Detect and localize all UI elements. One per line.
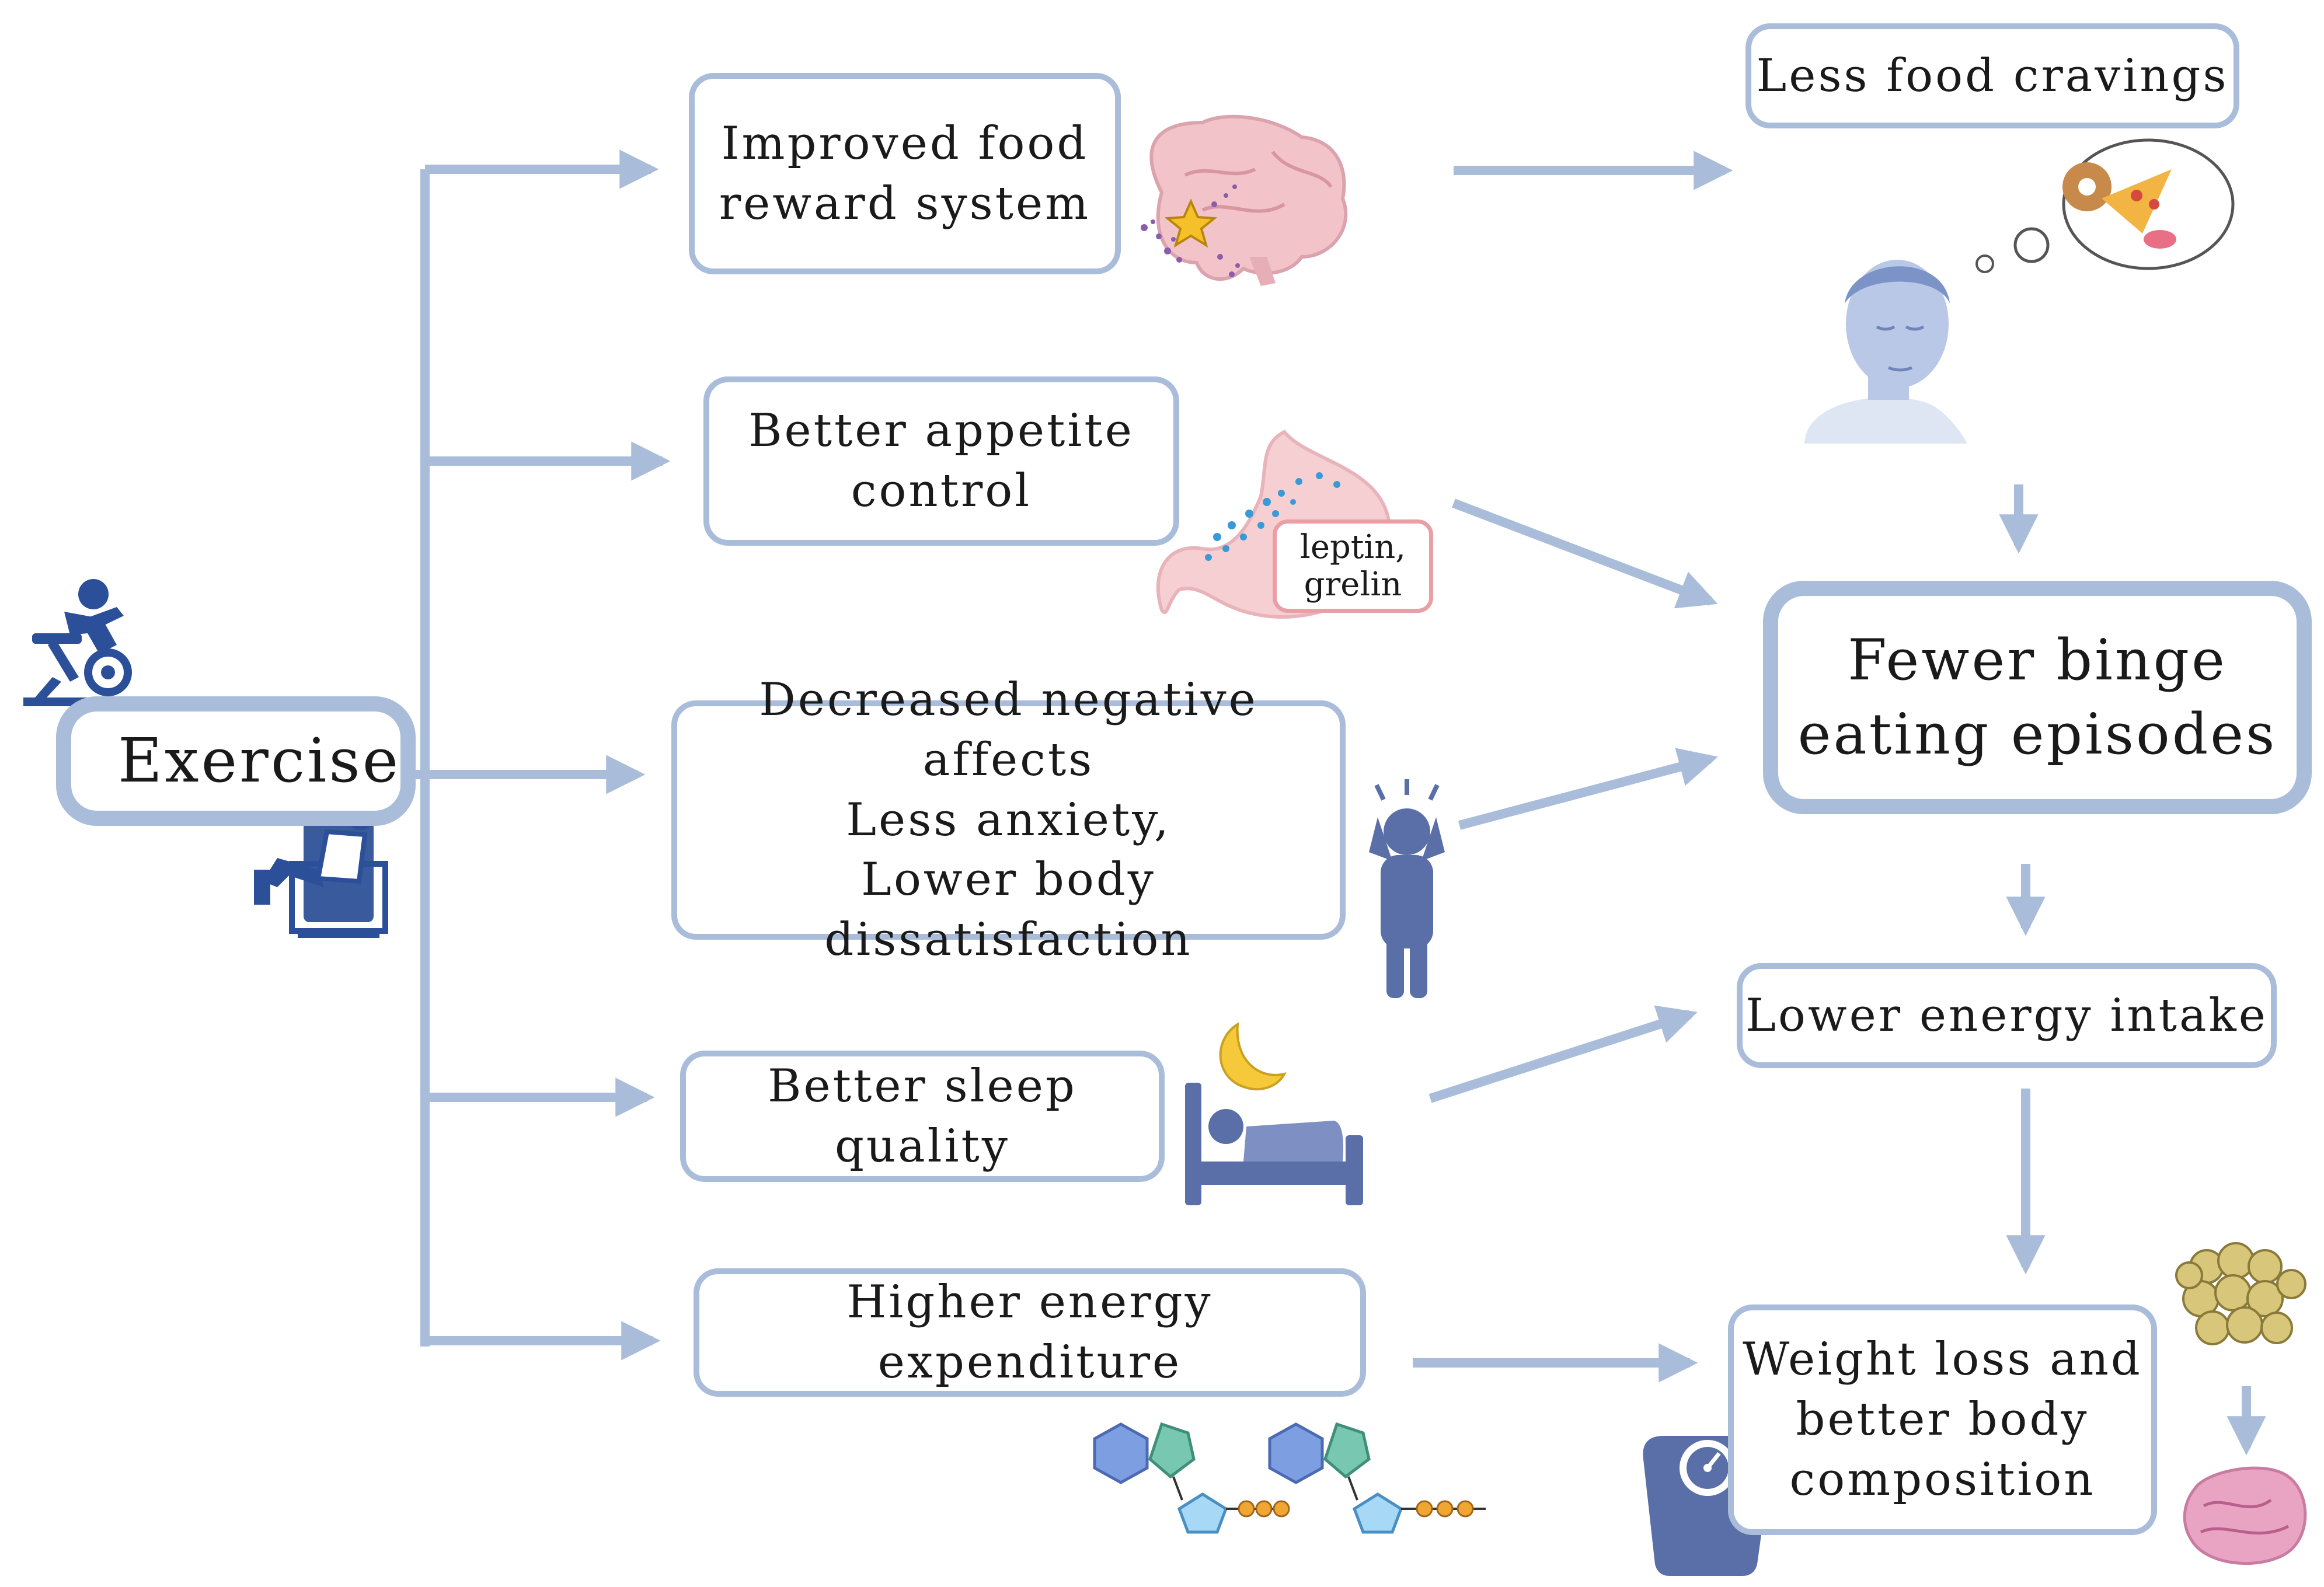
weight-loss-label: Weight loss and better body composition: [1743, 1333, 2142, 1506]
negative-affects-box: Decreased negative affects Less anxiety,…: [671, 674, 1346, 966]
brain-icon: [1141, 114, 1348, 286]
binge-label: Fewer binge eating episodes: [1797, 627, 2277, 767]
appetite-label: Better appetite control: [748, 404, 1134, 517]
hormones-tag: leptin, grelin: [1273, 519, 1433, 613]
outcome-connectors: [1413, 151, 2266, 1456]
muscle-tissue-icon: [2183, 1466, 2307, 1565]
sleep-box: Better sleep quality: [680, 1051, 1165, 1182]
food-reward-label: Improved food reward system: [719, 117, 1091, 230]
food-reward-box: Improved food reward system: [689, 73, 1121, 274]
energy-intake-label: Lower energy intake: [1745, 989, 2268, 1042]
hormones-label: leptin, grelin: [1299, 528, 1406, 604]
exercise-branch-connectors: [416, 149, 671, 1361]
negative-affects-label: Decreased negative affects Less anxiety,…: [759, 673, 1258, 967]
binge-box: Fewer binge eating episodes: [1763, 581, 2312, 814]
sleep-label: Better sleep quality: [768, 1059, 1077, 1173]
arrow-appetite-to-binge: [1452, 498, 1718, 609]
exercise-box: Exercise: [56, 696, 416, 826]
moon-icon: [1219, 1022, 1287, 1091]
atp-molecule-icon: [1093, 1422, 1486, 1534]
cravings-box: Less food cravings: [1745, 23, 2239, 128]
fat-cells-icon: [2175, 1242, 2306, 1345]
energy-expenditure-label: Higher energy expenditure: [846, 1276, 1213, 1389]
leg-press-icon: [254, 802, 388, 938]
energy-expenditure-box: Higher energy expenditure: [694, 1268, 1366, 1397]
weight-loss-box: Weight loss and better body composition: [1728, 1305, 2157, 1535]
arrow-sleep-to-intake: [1428, 1005, 1698, 1103]
exercise-label: Exercise: [118, 725, 401, 797]
thinking-person-icon: [1804, 138, 2235, 444]
sleeping-bed-icon: [1185, 1083, 1363, 1205]
stressed-person-icon: [1369, 779, 1445, 998]
arrow-affects-to-binge: [1458, 748, 1718, 830]
cyclist-icon: [23, 579, 140, 706]
appetite-box: Better appetite control: [703, 376, 1179, 546]
cravings-label: Less food cravings: [1756, 49, 2229, 102]
energy-intake-box: Lower energy intake: [1737, 963, 2277, 1068]
